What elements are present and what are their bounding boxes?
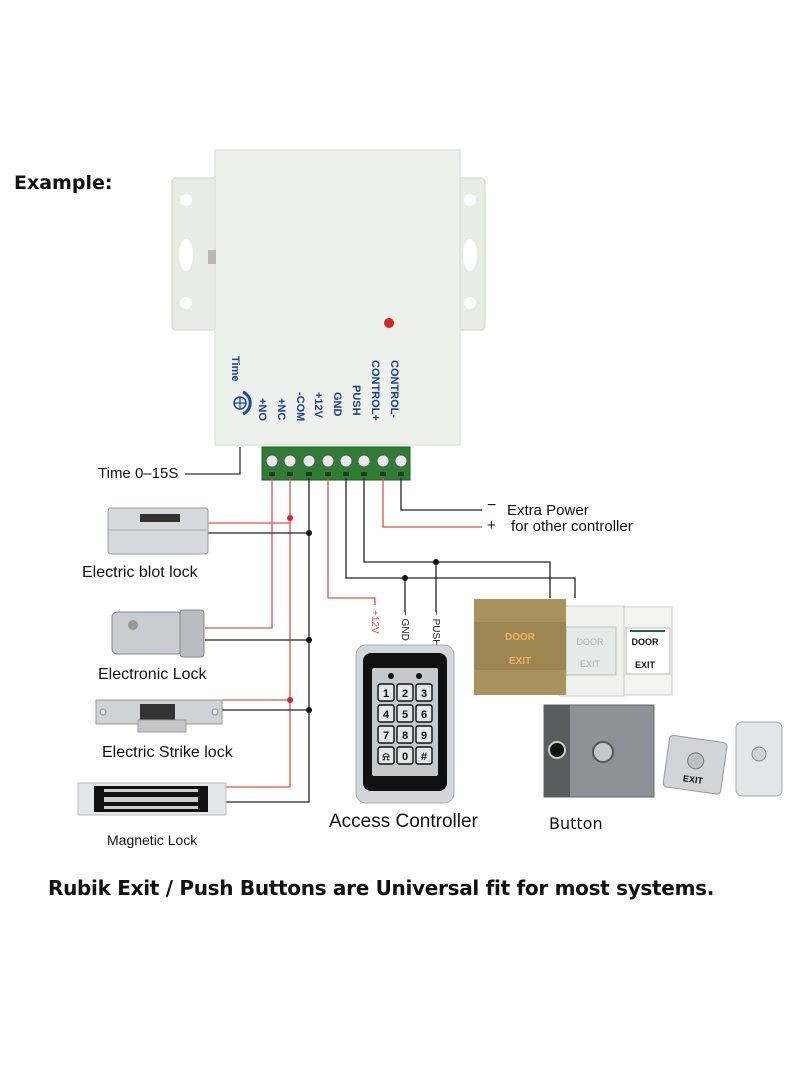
terminal-screw [283,454,297,468]
keypad-key: 6 [415,704,433,723]
svg-text:4: 4 [383,709,390,721]
terminal-screw [376,454,390,468]
keypad-key: 8 [396,725,414,744]
terminal-label: +NC [275,398,287,420]
terminal-label: GND [331,392,343,417]
keypad-key: 9 [415,725,433,744]
extra-power-minus: − [487,497,497,514]
wire-junctions [287,515,439,713]
keypad-key: 4 [377,704,395,723]
door-label: DOOR [505,632,536,643]
lock-label: Magnetic Lock [107,832,198,848]
exit-label: EXIT [580,659,601,669]
door-exit-panels-image: DOOR EXIT DOOR EXIT DOOR EXIT [474,599,673,697]
terminal-pin [269,472,275,476]
terminal-pin [306,472,312,476]
extra-power-sublabel: for other controller [511,518,633,535]
exit-label: EXIT [635,660,656,670]
wire-label-12v: +12V [369,610,380,634]
terminal-pin [361,472,367,476]
controller-labels: Time +NO +NC -COM +12V GND PUSH CONTROL+… [229,356,400,421]
terminal-label: -COM [294,392,306,421]
svg-text:9: 9 [421,730,427,742]
magnetic-lock-image [77,782,227,816]
keypad-key: 0 [396,746,414,765]
metal-buttons-image: EXIT [543,704,783,798]
footer-note: Rubik Exit / Push Buttons are Universal … [48,876,715,900]
terminal-pin [287,472,293,476]
svg-text:⍾: ⍾ [382,751,390,763]
electric-strike-lock-image [95,699,223,733]
keypad-key: 5 [396,704,414,723]
terminal-label: CONTROL- [388,360,400,418]
keypad-key: ⍾ [377,746,395,765]
terminal-label: PUSH [350,385,362,416]
keypad-key: 7 [377,725,395,744]
electric-bolt-lock-image [107,507,209,555]
wire-label-push: − PUSH [430,610,441,646]
keypad-key: 3 [415,683,433,702]
terminal-pin [343,472,349,476]
access-controller-label: Access Controller [329,811,478,832]
terminal-screw [302,454,316,468]
example-heading: Example: [14,172,113,194]
wire-label-gnd: − GND [399,610,410,641]
svg-text:2: 2 [402,688,408,700]
keypad-key: 1 [377,683,395,702]
status-led [384,318,394,328]
terminal-label: +12V [312,392,324,419]
extra-power-plus: + [487,517,496,534]
terminal-screw [339,454,353,468]
time-label: Time [229,356,241,381]
door-label: DOOR [577,637,605,647]
exit-label: EXIT [682,773,704,786]
terminal-screw [394,454,408,468]
terminal-screw [265,454,279,468]
terminal-block [261,446,411,481]
svg-text:7: 7 [383,730,389,742]
terminal-pin [325,472,331,476]
electronic-lock-image [111,609,205,658]
svg-text:5: 5 [402,709,408,721]
terminal-screw [321,454,335,468]
svg-text:3: 3 [421,688,427,700]
keypad-key: 2 [396,683,414,702]
lock-label: Electric blot lock [82,564,198,581]
lock-label: Electric Strike lock [102,744,233,761]
controller-box [171,149,486,446]
door-label: DOOR [632,637,660,647]
time-range-label: Time 0–15S [98,465,179,482]
svg-text:#: # [421,751,427,763]
keypad-key: # [415,746,433,765]
svg-text:6: 6 [421,709,427,721]
svg-text:8: 8 [402,730,408,742]
terminal-pin [398,472,404,476]
button-label: Button [549,814,603,833]
terminal-screw [357,454,371,468]
terminal-label: CONTROL+ [369,360,381,421]
exit-label: EXIT [509,656,531,667]
lock-label: Electronic Lock [98,666,207,683]
svg-text:0: 0 [402,751,408,763]
terminal-pin [380,472,386,476]
terminal-label: +NO [256,398,268,421]
extra-power-label: Extra Power [507,502,589,519]
svg-text:1: 1 [383,688,389,700]
